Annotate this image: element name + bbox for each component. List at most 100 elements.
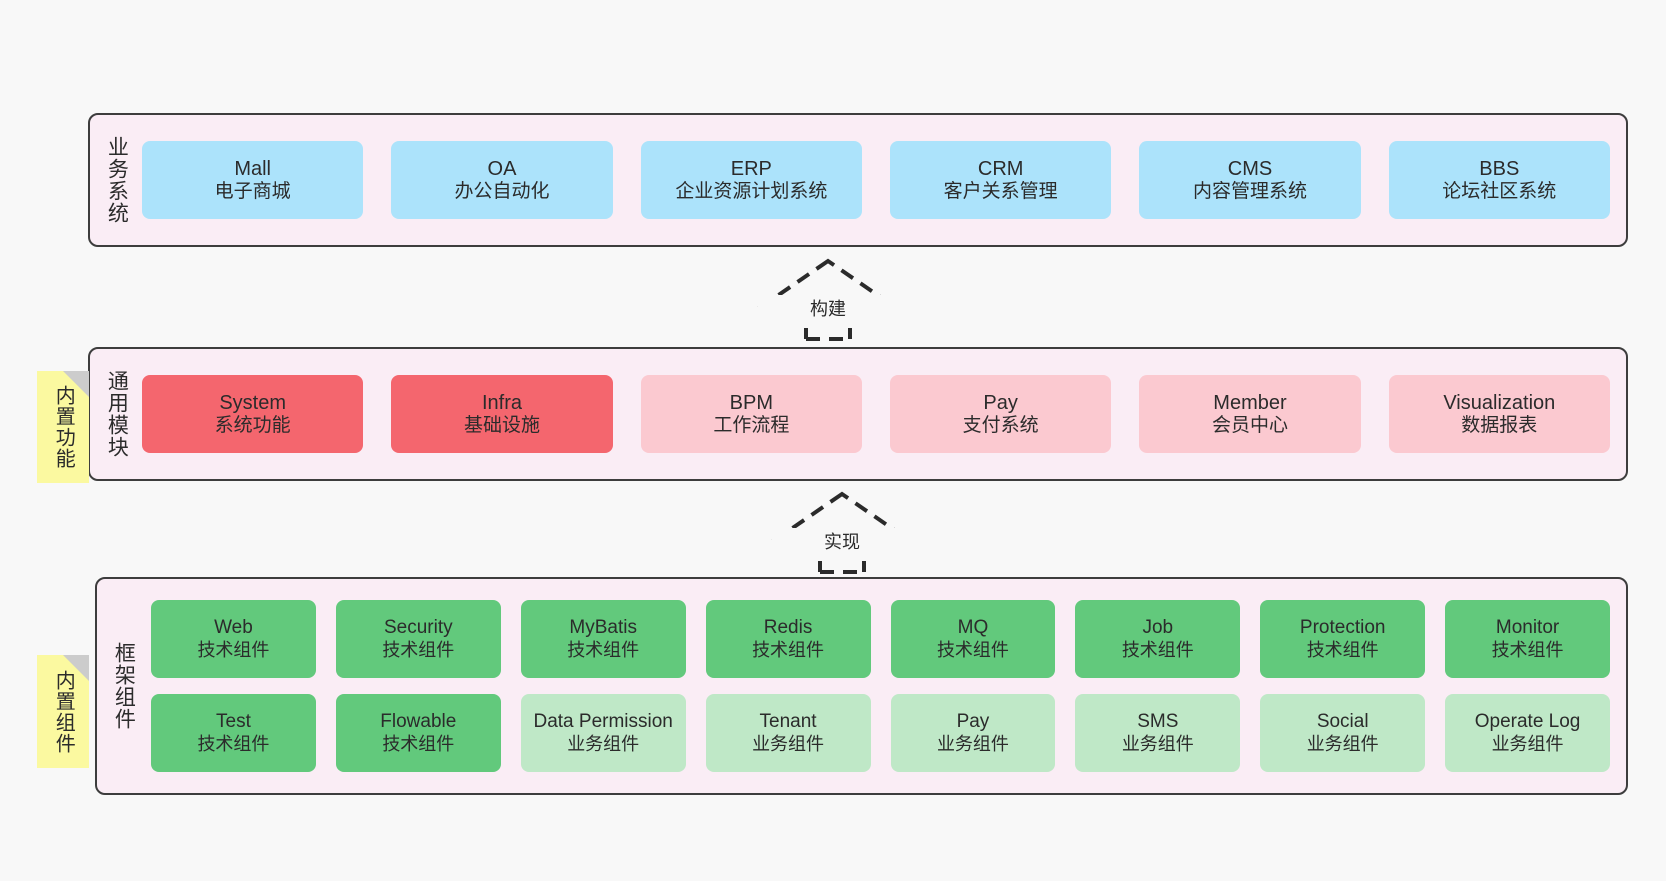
layer-common-module: 通用模块 System 系统功能 Infra 基础设施 BPM 工作流程 Pay… (88, 347, 1628, 481)
card-erp[interactable]: ERP 企业资源计划系统 (640, 141, 862, 219)
card-title: BBS (1479, 157, 1520, 180)
card-tenant[interactable]: Tenant 业务组件 (705, 694, 871, 772)
connector-stem-icon (818, 538, 866, 574)
card-title: MyBatis (569, 616, 637, 638)
layer-title-common-module: 通用模块 (105, 370, 129, 458)
card-social[interactable]: Social 业务组件 (1260, 694, 1426, 772)
card-visualization[interactable]: Visualization 数据报表 (1388, 375, 1610, 453)
card-title: Pay (956, 710, 990, 732)
card-title: Flowable (380, 710, 457, 732)
layer-body-common-module: System 系统功能 Infra 基础设施 BPM 工作流程 Pay 支付系统… (134, 349, 1626, 479)
card-row: Test 技术组件 Flowable 技术组件 Data Permission … (151, 694, 1610, 772)
card-title: CMS (1227, 157, 1273, 180)
card-member[interactable]: Member 会员中心 (1139, 375, 1361, 453)
card-mybatis[interactable]: MyBatis 技术组件 (520, 600, 686, 678)
card-subtitle: 业务组件 (1491, 733, 1564, 754)
card-subtitle: 基础设施 (463, 414, 540, 436)
card-cms[interactable]: CMS 内容管理系统 (1139, 141, 1361, 219)
card-mq[interactable]: MQ 技术组件 (890, 600, 1056, 678)
card-title: Security (383, 616, 453, 638)
card-title: Redis (763, 616, 813, 638)
note-label: 内置功能 (52, 385, 75, 469)
note-builtin-component: 内置组件 (37, 655, 89, 768)
page-fold-icon (63, 655, 89, 681)
layer-title-framework-component: 框架组件 (112, 642, 136, 730)
card-oa[interactable]: OA 办公自动化 (391, 141, 613, 219)
connector-build: 构建 (757, 258, 899, 341)
card-bbs[interactable]: BBS 论坛社区系统 (1388, 141, 1610, 219)
card-subtitle: 数据报表 (1461, 414, 1538, 436)
card-title: Member (1213, 391, 1287, 414)
layer-body-framework-component: Web 技术组件 Security 技术组件 MyBatis 技术组件 Redi… (141, 579, 1626, 793)
card-title: Mall (234, 157, 271, 180)
card-security[interactable]: Security 技术组件 (335, 600, 501, 678)
card-subtitle: 业务组件 (752, 733, 825, 754)
card-mall[interactable]: Mall 电子商城 (142, 141, 364, 219)
card-subtitle: 办公自动化 (454, 180, 550, 202)
card-row: Web 技术组件 Security 技术组件 MyBatis 技术组件 Redi… (151, 600, 1610, 678)
connector-implement: 实现 (771, 491, 913, 574)
card-subtitle: 业务组件 (567, 733, 640, 754)
card-title: Tenant (759, 710, 817, 732)
layer-business-system: 业务系统 Mall 电子商城 OA 办公自动化 ERP 企业资源计划系统 CRM… (88, 113, 1628, 247)
card-subtitle: 电子商城 (214, 180, 291, 202)
card-row: Mall 电子商城 OA 办公自动化 ERP 企业资源计划系统 CRM 客户关系… (142, 141, 1610, 219)
layer-framework-component: 框架组件 Web 技术组件 Security 技术组件 MyBatis 技术组件… (95, 577, 1628, 795)
card-title: ERP (730, 157, 772, 180)
card-subtitle: 工作流程 (713, 414, 790, 436)
card-test[interactable]: Test 技术组件 (151, 694, 316, 772)
card-protection[interactable]: Protection 技术组件 (1260, 600, 1426, 678)
card-subtitle: 业务组件 (1306, 733, 1379, 754)
card-title: OA (487, 157, 517, 180)
card-redis[interactable]: Redis 技术组件 (705, 600, 871, 678)
card-title: Test (216, 710, 251, 732)
card-data-permission[interactable]: Data Permission 业务组件 (520, 694, 686, 772)
card-title: System (219, 391, 286, 414)
card-subtitle: 技术组件 (1491, 639, 1564, 660)
card-subtitle: 技术组件 (936, 639, 1009, 660)
card-title: Job (1142, 616, 1174, 638)
card-title: Pay (983, 391, 1018, 414)
card-subtitle: 内容管理系统 (1192, 180, 1307, 202)
card-subtitle: 论坛社区系统 (1442, 180, 1557, 202)
card-subtitle: 业务组件 (936, 733, 1009, 754)
card-subtitle: 技术组件 (197, 639, 270, 660)
card-title: Infra (481, 391, 522, 414)
card-pay-business[interactable]: Pay 业务组件 (890, 694, 1056, 772)
card-title: Web (214, 616, 253, 638)
note-builtin-function: 内置功能 (37, 371, 89, 483)
card-sms[interactable]: SMS 业务组件 (1075, 694, 1241, 772)
card-subtitle: 技术组件 (382, 733, 455, 754)
card-operate-log[interactable]: Operate Log 业务组件 (1445, 694, 1610, 772)
page-fold-icon (63, 371, 89, 397)
card-subtitle: 技术组件 (567, 639, 640, 660)
card-system[interactable]: System 系统功能 (142, 375, 364, 453)
layer-title-business-system: 业务系统 (105, 136, 129, 224)
card-subtitle: 技术组件 (752, 639, 825, 660)
card-monitor[interactable]: Monitor 技术组件 (1445, 600, 1610, 678)
card-web[interactable]: Web 技术组件 (151, 600, 316, 678)
card-infra[interactable]: Infra 基础设施 (391, 375, 613, 453)
card-title: BPM (729, 391, 773, 414)
card-subtitle: 企业资源计划系统 (675, 180, 828, 202)
card-crm[interactable]: CRM 客户关系管理 (889, 141, 1112, 219)
card-title: MQ (957, 616, 989, 638)
card-title: CRM (977, 157, 1024, 180)
card-flowable[interactable]: Flowable 技术组件 (335, 694, 501, 772)
card-title: Social (1316, 710, 1369, 732)
note-label: 内置组件 (52, 669, 75, 754)
card-subtitle: 技术组件 (382, 639, 455, 660)
card-title: Data Permission (533, 710, 673, 732)
generalization-triangle-icon (771, 491, 913, 540)
layer-body-business-system: Mall 电子商城 OA 办公自动化 ERP 企业资源计划系统 CRM 客户关系… (134, 115, 1626, 245)
card-pay[interactable]: Pay 支付系统 (889, 375, 1112, 453)
card-subtitle: 技术组件 (197, 733, 270, 754)
card-subtitle: 技术组件 (1306, 639, 1379, 660)
card-row: System 系统功能 Infra 基础设施 BPM 工作流程 Pay 支付系统… (142, 375, 1610, 453)
card-job[interactable]: Job 技术组件 (1075, 600, 1241, 678)
card-title: Visualization (1443, 391, 1556, 414)
card-bpm[interactable]: BPM 工作流程 (640, 375, 862, 453)
card-subtitle: 系统功能 (214, 414, 291, 436)
card-subtitle: 支付系统 (962, 414, 1039, 436)
